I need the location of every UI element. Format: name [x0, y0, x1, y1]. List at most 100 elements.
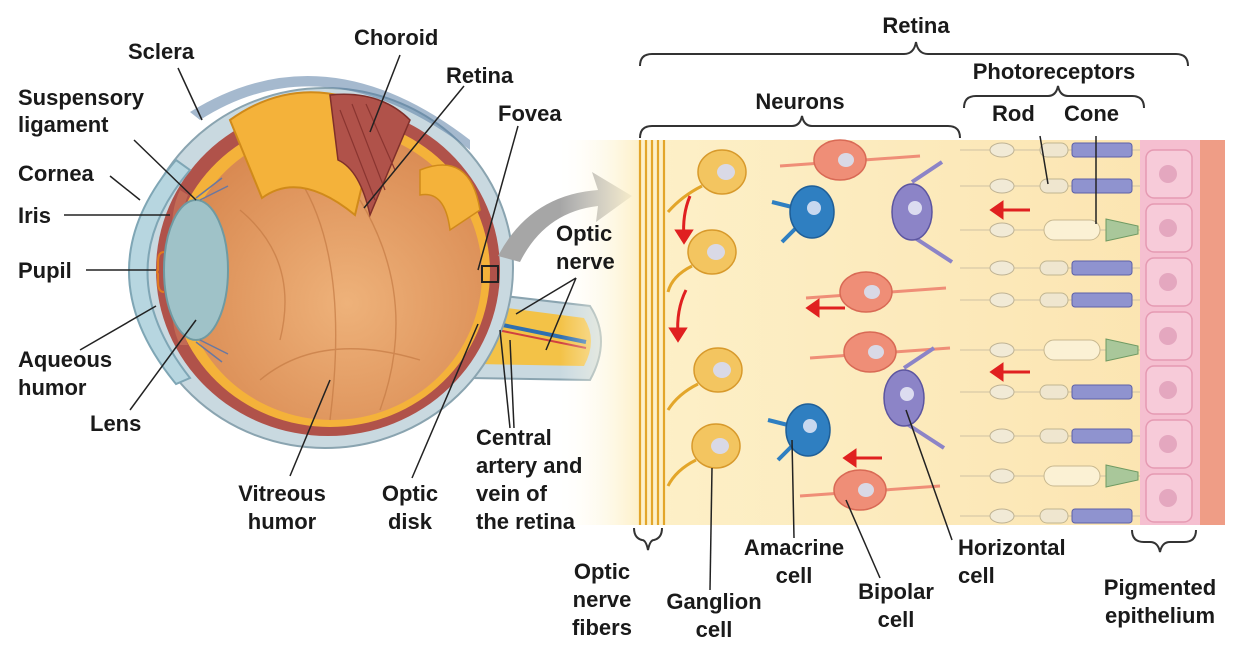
label-horizontal-line-2: cell — [958, 563, 995, 588]
signal-arrows — [668, 195, 1030, 468]
cone-outer-segment — [1105, 464, 1139, 488]
label-lens: Lens — [90, 411, 142, 436]
rod-outer-segment — [1071, 384, 1133, 400]
receptor-nucleus — [989, 178, 1015, 194]
bipolar-nucleus — [838, 153, 854, 167]
label-horizontal-line-1: Horizontal — [958, 535, 1066, 560]
label-central-line-1: Central — [476, 425, 552, 450]
label-retina-eye: Retina — [446, 63, 514, 88]
label-retina-title: Retina — [882, 13, 950, 38]
receptor-nucleus — [989, 142, 1015, 158]
ganglion-nucleus — [711, 438, 729, 454]
rod-inner-segment — [1039, 508, 1069, 524]
epithelium-nucleus — [1159, 435, 1177, 453]
receptor-nucleus — [989, 508, 1015, 524]
epithelium-nucleus — [1159, 273, 1177, 291]
epithelium-nucleus — [1159, 489, 1177, 507]
label-ganglion-line-2: cell — [695, 617, 733, 642]
label-central-line-4: the retina — [476, 509, 576, 534]
label-ganglion-line-1: Ganglion — [666, 589, 762, 614]
label-suspensory-line-1: Suspensory — [18, 85, 144, 110]
receptor-nucleus — [989, 428, 1015, 444]
bipolar-nucleus — [864, 285, 880, 299]
rod-inner-segment — [1039, 142, 1069, 158]
label-optic-disk-line-1: Optic — [381, 481, 439, 506]
receptor-nucleus — [989, 468, 1015, 484]
cornea-shape — [128, 158, 192, 386]
label-central-line-2: artery and — [476, 453, 583, 478]
receptor-nucleus — [989, 292, 1015, 308]
receptor-nucleus — [989, 260, 1015, 276]
label-suspensory-line-2: ligament — [18, 112, 109, 137]
rod-inner-segment — [1039, 292, 1069, 308]
rod-inner-segment — [1039, 428, 1069, 444]
label-vitreous-line-2: humor — [247, 509, 317, 534]
label-fovea: Fovea — [498, 101, 562, 126]
lens-shape — [163, 199, 229, 341]
label-bipolar-line-1: Bipolar — [858, 579, 934, 604]
label-aqueous-line-2: humor — [18, 375, 87, 400]
label-optic-nerve-line-2: nerve — [556, 249, 615, 274]
cone-outer-segment — [1105, 338, 1139, 362]
ganglion-nucleus — [713, 362, 731, 378]
retina-detail — [560, 139, 1225, 525]
leader-lines — [64, 54, 1097, 591]
label-iris: Iris — [18, 203, 52, 228]
label-amacrine-line-1: Amacrine — [743, 535, 845, 560]
ganglion-axon — [666, 382, 699, 411]
label-fibers-line-2: nerve — [572, 587, 632, 612]
amacrine-nucleus — [803, 419, 817, 433]
label-bipolar-line-2: cell — [877, 607, 915, 632]
epithelium-nucleus — [1159, 327, 1177, 345]
receptor-nucleus — [989, 342, 1015, 358]
choroid-flap — [329, 93, 411, 218]
rod-inner-segment — [1039, 178, 1069, 194]
ganglion-axon — [666, 264, 693, 293]
rod-outer-segment — [1071, 428, 1133, 444]
label-choroid: Choroid — [354, 25, 439, 50]
brackets — [633, 41, 1197, 553]
cone-inner-segment — [1043, 219, 1101, 241]
eyeball — [128, 76, 602, 449]
rod-inner-segment — [1039, 384, 1069, 400]
ganglion-nucleus — [707, 244, 725, 260]
label-optic-disk-line-2: disk — [387, 509, 433, 534]
horizontal-nucleus — [908, 201, 922, 215]
label-central-line-3: vein of — [476, 481, 547, 506]
rod-outer-segment — [1071, 142, 1133, 158]
label-fibers-line-1: Optic — [573, 559, 631, 584]
label-cone: Cone — [1064, 101, 1119, 126]
label-photoreceptors: Photoreceptors — [972, 59, 1136, 84]
rod-inner-segment — [1039, 260, 1069, 276]
amacrine-nucleus — [807, 201, 821, 215]
fovea-box — [481, 265, 499, 283]
rod-outer-segment — [1071, 178, 1133, 194]
label-neurons: Neurons — [755, 89, 845, 114]
label-pigmented-line-2: epithelium — [1104, 603, 1216, 628]
ganglion-nucleus — [717, 164, 735, 180]
optic-nerve-fibers — [638, 140, 666, 525]
epithelium-nucleus — [1159, 219, 1177, 237]
epithelium-nucleus — [1159, 381, 1177, 399]
epithelium-nucleus — [1159, 165, 1177, 183]
label-pupil: Pupil — [18, 258, 72, 283]
rod-outer-segment — [1071, 292, 1133, 308]
label-vitreous-line-1: Vitreous — [238, 481, 326, 506]
cone-inner-segment — [1043, 465, 1101, 487]
label-fibers-line-3: fibers — [572, 615, 632, 640]
receptor-nucleus — [989, 384, 1015, 400]
horizontal-process — [910, 160, 954, 264]
horizontal-process — [902, 346, 946, 450]
bipolar-nucleus — [858, 483, 874, 497]
rod-outer-segment — [1071, 508, 1133, 524]
label-optic-nerve-line-1: Optic — [556, 221, 613, 246]
label-aqueous-line-1: Aqueous — [18, 347, 113, 372]
label-amacrine-line-2: cell — [775, 563, 813, 588]
ganglion-axon — [666, 458, 697, 487]
horizontal-nucleus — [900, 387, 914, 401]
receptor-nucleus — [989, 222, 1015, 238]
label-sclera: Sclera — [128, 39, 195, 64]
label-cornea: Cornea — [18, 161, 94, 186]
